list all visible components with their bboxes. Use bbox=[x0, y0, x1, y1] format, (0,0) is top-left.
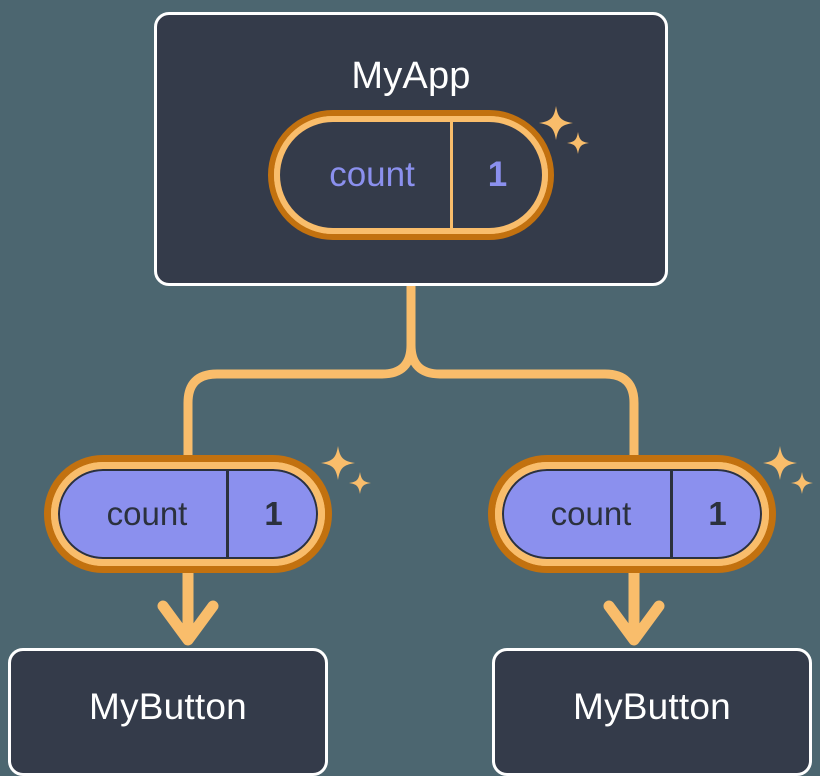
signal-pill-left[interactable]: count 1 bbox=[44, 455, 332, 573]
arrow-head-left bbox=[157, 600, 219, 646]
component-card-mybutton-right[interactable]: MyButton bbox=[492, 648, 812, 776]
signal-value: 1 bbox=[670, 469, 762, 559]
arrow-head-right bbox=[603, 600, 665, 646]
wire-to-right-signal bbox=[406, 281, 639, 467]
signal-value: 1 bbox=[450, 122, 542, 228]
component-label-mybutton: MyButton bbox=[573, 686, 731, 727]
signal-pill-body: count 1 bbox=[495, 462, 769, 566]
wire-to-left-signal bbox=[183, 281, 416, 467]
component-label-myapp: MyApp bbox=[351, 55, 471, 97]
component-label-mybutton: MyButton bbox=[89, 686, 247, 727]
signal-pill-body: count 1 bbox=[51, 462, 325, 566]
signal-name: count bbox=[106, 495, 188, 532]
component-card-mybutton-left[interactable]: MyButton bbox=[8, 648, 328, 776]
signal-value: 1 bbox=[226, 469, 318, 559]
signal-pill-body: count 1 bbox=[274, 116, 548, 234]
signal-pill-right[interactable]: count 1 bbox=[488, 455, 776, 573]
signal-pill-myapp[interactable]: count 1 bbox=[268, 110, 554, 240]
signal-name: count bbox=[550, 495, 632, 532]
signal-name: count bbox=[329, 155, 415, 194]
